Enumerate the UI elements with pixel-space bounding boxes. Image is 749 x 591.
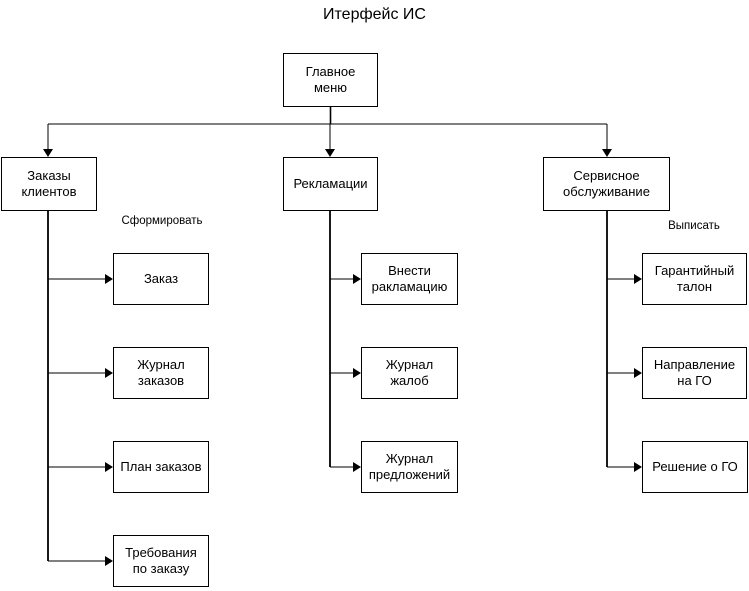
node-order-journal[interactable]: Журнал заказов xyxy=(113,347,209,399)
node-order-plan[interactable]: План заказов xyxy=(113,441,209,493)
node-main-menu[interactable]: Главное меню xyxy=(283,53,378,107)
group-label-service: Выписать xyxy=(668,220,720,232)
node-referral-to-go[interactable]: Направление на ГО xyxy=(642,347,747,399)
node-complaint-journal[interactable]: Журнал жалоб xyxy=(361,347,458,399)
node-proposal-journal[interactable]: Журнал предложений xyxy=(361,441,458,493)
node-order[interactable]: Заказ xyxy=(113,253,209,305)
node-service[interactable]: Сервисное обслуживание xyxy=(543,157,670,211)
node-add-claim[interactable]: Внести ракламацию xyxy=(361,253,458,305)
node-decision-on-go[interactable]: Решение о ГО xyxy=(642,441,748,493)
node-claims[interactable]: Рекламации xyxy=(283,157,378,211)
node-client-orders[interactable]: Заказы клиентов xyxy=(1,157,97,211)
diagram-title: Итерфейс ИС xyxy=(323,6,426,23)
node-warranty-card[interactable]: Гарантийный талон xyxy=(642,253,747,305)
group-label-client-orders: Сформировать xyxy=(121,215,203,227)
node-order-demands[interactable]: Требования по заказу xyxy=(113,535,209,587)
